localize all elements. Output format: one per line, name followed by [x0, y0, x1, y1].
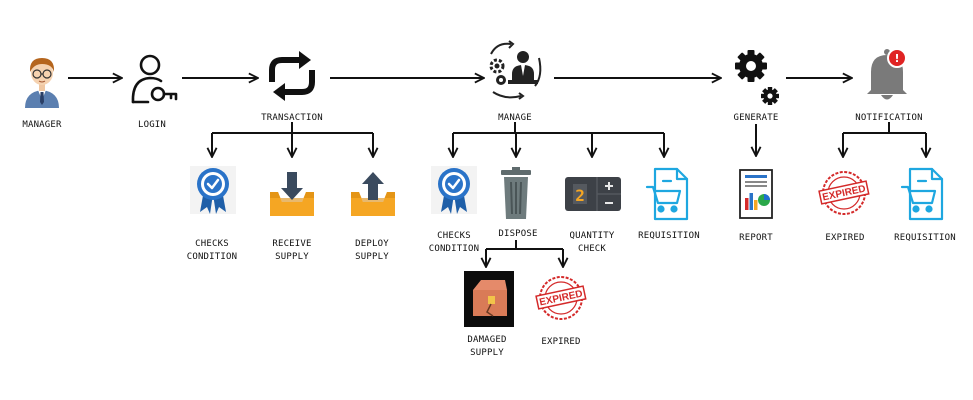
manager-label: MANAGER — [22, 120, 62, 130]
manager-avatar-icon — [25, 58, 59, 108]
receive-supply-label-b: SUPPLY — [275, 252, 309, 262]
report-chart-icon — [739, 169, 773, 219]
checks-condition-label-2b: CONDITION — [429, 244, 480, 254]
expired-stamp-icon: EXPIRED — [535, 276, 587, 320]
generate-label: GENERATE — [734, 113, 779, 123]
svg-text:2: 2 — [575, 186, 585, 205]
cart-document-icon — [645, 167, 689, 221]
dispose-label: DISPOSE — [498, 229, 537, 239]
checks-condition-label-1a: CHECKS — [195, 239, 229, 249]
requisition-label-2: REQUISITION — [894, 233, 956, 243]
login-label: LOGIN — [138, 120, 166, 130]
deploy-supply-label-a: DEPLOY — [355, 239, 389, 249]
expired-label-2: EXPIRED — [825, 233, 864, 243]
trash-bin-icon — [501, 167, 531, 219]
gears-icon — [735, 50, 779, 105]
branch-connectors — [212, 122, 926, 267]
damaged-box-icon — [464, 271, 514, 327]
bell-icon: ! — [867, 48, 907, 100]
deploy-supply-label-b: SUPPLY — [355, 252, 389, 262]
receive-supply-label-a: RECEIVE — [272, 239, 311, 249]
svg-text:!: ! — [894, 52, 899, 65]
damaged-supply-label-a: DAMAGED — [467, 335, 506, 345]
cart-document-icon-2 — [900, 167, 944, 221]
manage-label: MANAGE — [498, 113, 532, 123]
inbox-up-icon — [351, 172, 395, 216]
manage-user-gears-icon — [489, 40, 542, 100]
notification-label: NOTIFICATION — [855, 113, 922, 123]
sync-arrows-icon — [269, 51, 315, 101]
inbox-down-icon — [270, 172, 314, 216]
checks-condition-label-1b: CONDITION — [187, 252, 238, 262]
award-badge-icon — [190, 166, 236, 214]
expired-label-1: EXPIRED — [541, 337, 580, 347]
checks-condition-label-2a: CHECKS — [437, 231, 471, 241]
transaction-label: TRANSACTION — [261, 113, 323, 123]
damaged-supply-label-b: SUPPLY — [470, 348, 504, 358]
quantity-check-label-b: CHECK — [578, 244, 606, 254]
counter-icon: 2 — [565, 177, 621, 211]
expired-stamp-icon-2: EXPIRED — [818, 171, 870, 215]
requisition-label-1: REQUISITION — [638, 231, 700, 241]
quantity-check-label-a: QUANTITY — [570, 231, 615, 241]
notification-badge: ! — [887, 48, 907, 68]
report-label: REPORT — [739, 233, 773, 243]
user-key-icon — [131, 54, 178, 104]
award-badge-icon-2 — [431, 166, 477, 214]
